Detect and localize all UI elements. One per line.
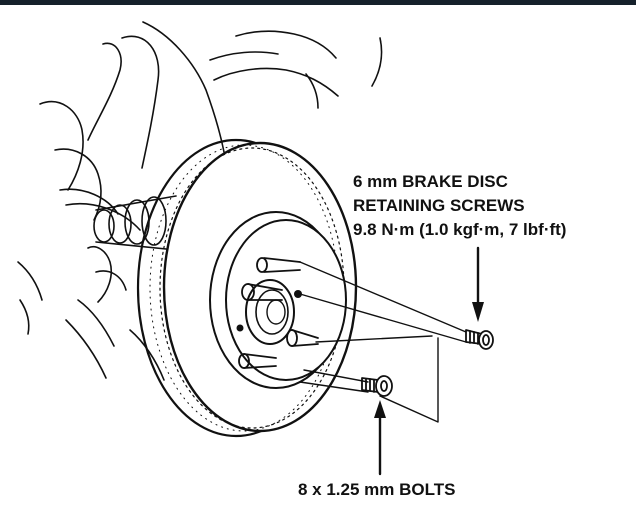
axle-boot: [93, 195, 177, 251]
bolts-callout: 8 x 1.25 mm BOLTS: [298, 480, 456, 499]
wheel-studs: [238, 257, 319, 369]
bolt-callout-arrow: [374, 400, 386, 476]
knuckle-sketch: [17, 21, 383, 381]
top-border: [0, 0, 636, 5]
screws-callout-line-1: 6 mm BRAKE DISC: [353, 172, 508, 191]
screws-callout-line-2: RETAINING SCREWS: [353, 196, 525, 215]
screws-callout-line-3: 9.8 N·m (1.0 kgf·m, 7 lbf·ft): [353, 220, 567, 239]
screw-holes: [236, 290, 302, 332]
retaining-screws-callout: 6 mm BRAKE DISC RETAINING SCREWS 9.8 N·m…: [353, 170, 566, 242]
retaining-screw: [465, 329, 494, 350]
leader-lines: [299, 261, 467, 423]
brake-disc: [136, 138, 358, 438]
wheel-bolt: [361, 375, 393, 397]
screw-callout-arrow: [472, 246, 484, 322]
